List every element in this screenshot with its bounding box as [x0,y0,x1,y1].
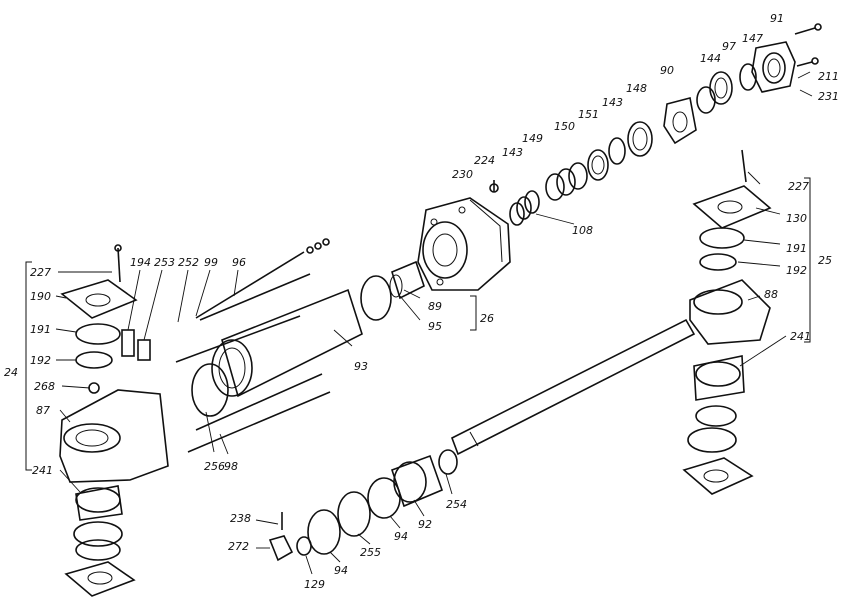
label-147: 147 [742,32,763,45]
label-26: 26 [480,312,494,325]
label-256: 256 [204,460,225,473]
label-24: 24 [4,366,18,379]
label-130: 130 [786,212,807,225]
label-94a: 94 [394,530,408,543]
label-253: 253 [154,256,175,269]
label-268: 268 [34,380,55,393]
label-191-left: 191 [30,323,51,336]
label-241-left: 241 [32,464,53,477]
label-94b: 94 [334,564,348,577]
label-93: 93 [354,360,368,373]
label-238: 238 [230,512,251,525]
label-227-right: 227 [788,180,809,193]
label-97: 97 [722,40,736,53]
label-241-right: 241 [790,330,811,343]
label-231: 231 [818,90,839,103]
label-194: 194 [130,256,151,269]
label-92: 92 [418,518,432,531]
right-lever-assembly [682,149,772,495]
label-89: 89 [428,300,442,313]
label-87: 87 [36,404,50,417]
label-108: 108 [572,224,593,237]
leader-lines [55,71,813,575]
label-151: 151 [578,108,599,121]
piston-rod [450,318,696,456]
label-95: 95 [428,320,442,333]
label-25: 25 [818,254,832,267]
label-190: 190 [30,290,51,303]
valve-housing [417,197,511,291]
label-227-left: 227 [30,266,51,279]
label-90: 90 [660,64,674,77]
label-191-right: 191 [786,242,807,255]
label-96: 96 [232,256,246,269]
cylinder-group [175,238,363,453]
sleeve-group [360,260,425,321]
label-252: 252 [178,256,199,269]
label-143a: 143 [602,96,623,109]
left-housing-assembly [59,244,169,597]
label-129: 129 [304,578,325,591]
piston-group [268,449,458,562]
label-224: 224 [474,154,495,167]
label-254: 254 [446,498,467,511]
label-211: 211 [818,70,839,83]
label-272: 272 [228,540,249,553]
label-99: 99 [204,256,218,269]
label-98: 98 [224,460,238,473]
label-88: 88 [764,288,778,301]
label-149: 149 [522,132,543,145]
label-192-right: 192 [786,264,807,277]
label-192-left: 192 [30,354,51,367]
label-230: 230 [452,168,473,181]
label-91: 91 [770,12,784,25]
group-brackets [25,177,811,471]
label-143b: 143 [502,146,523,159]
label-148: 148 [626,82,647,95]
label-150: 150 [554,120,575,133]
top-right-parts [489,23,822,226]
part-labels: 91 211 231 147 97 144 90 148 143 151 150… [4,12,839,591]
label-255: 255 [360,546,381,559]
label-144: 144 [700,52,721,65]
